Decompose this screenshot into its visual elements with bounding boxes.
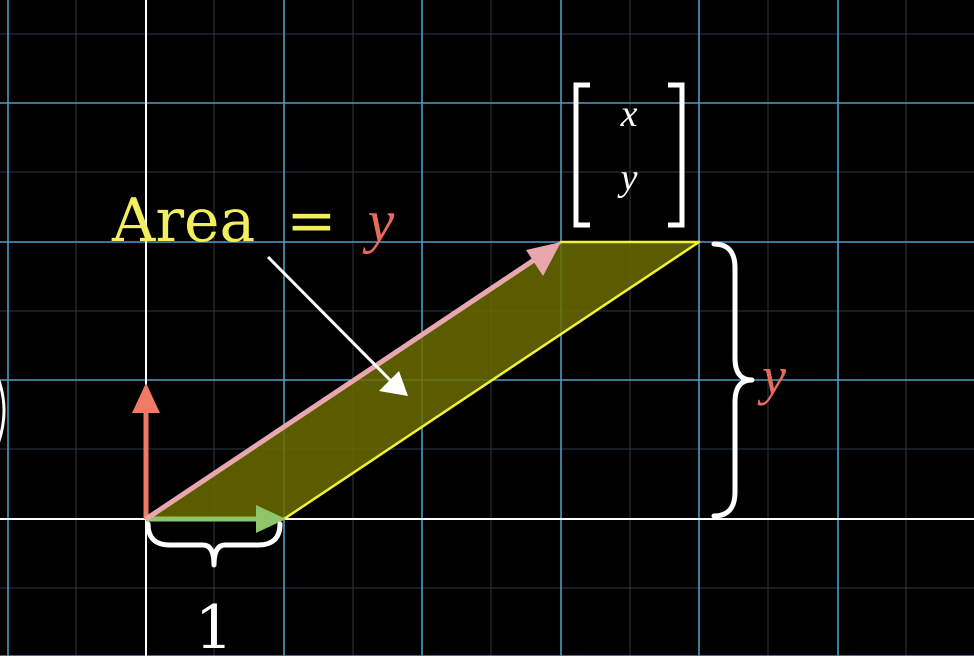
height-brace xyxy=(711,241,755,519)
area-pointer-arrow xyxy=(266,255,408,396)
vector-entry-y: y xyxy=(617,157,638,199)
unit-length-label: 1 xyxy=(195,593,233,656)
xy-vector xyxy=(144,242,561,522)
left-bracket xyxy=(573,82,590,228)
vector-entry-x: x xyxy=(620,93,638,135)
unit-length-brace xyxy=(145,521,283,568)
area-label-text: Area = y xyxy=(111,186,395,256)
j-hat-vector xyxy=(132,383,160,519)
right-bracket xyxy=(668,82,685,228)
height-label: y xyxy=(757,346,786,406)
partial-circle xyxy=(0,379,6,443)
i-hat-vector xyxy=(146,505,286,533)
